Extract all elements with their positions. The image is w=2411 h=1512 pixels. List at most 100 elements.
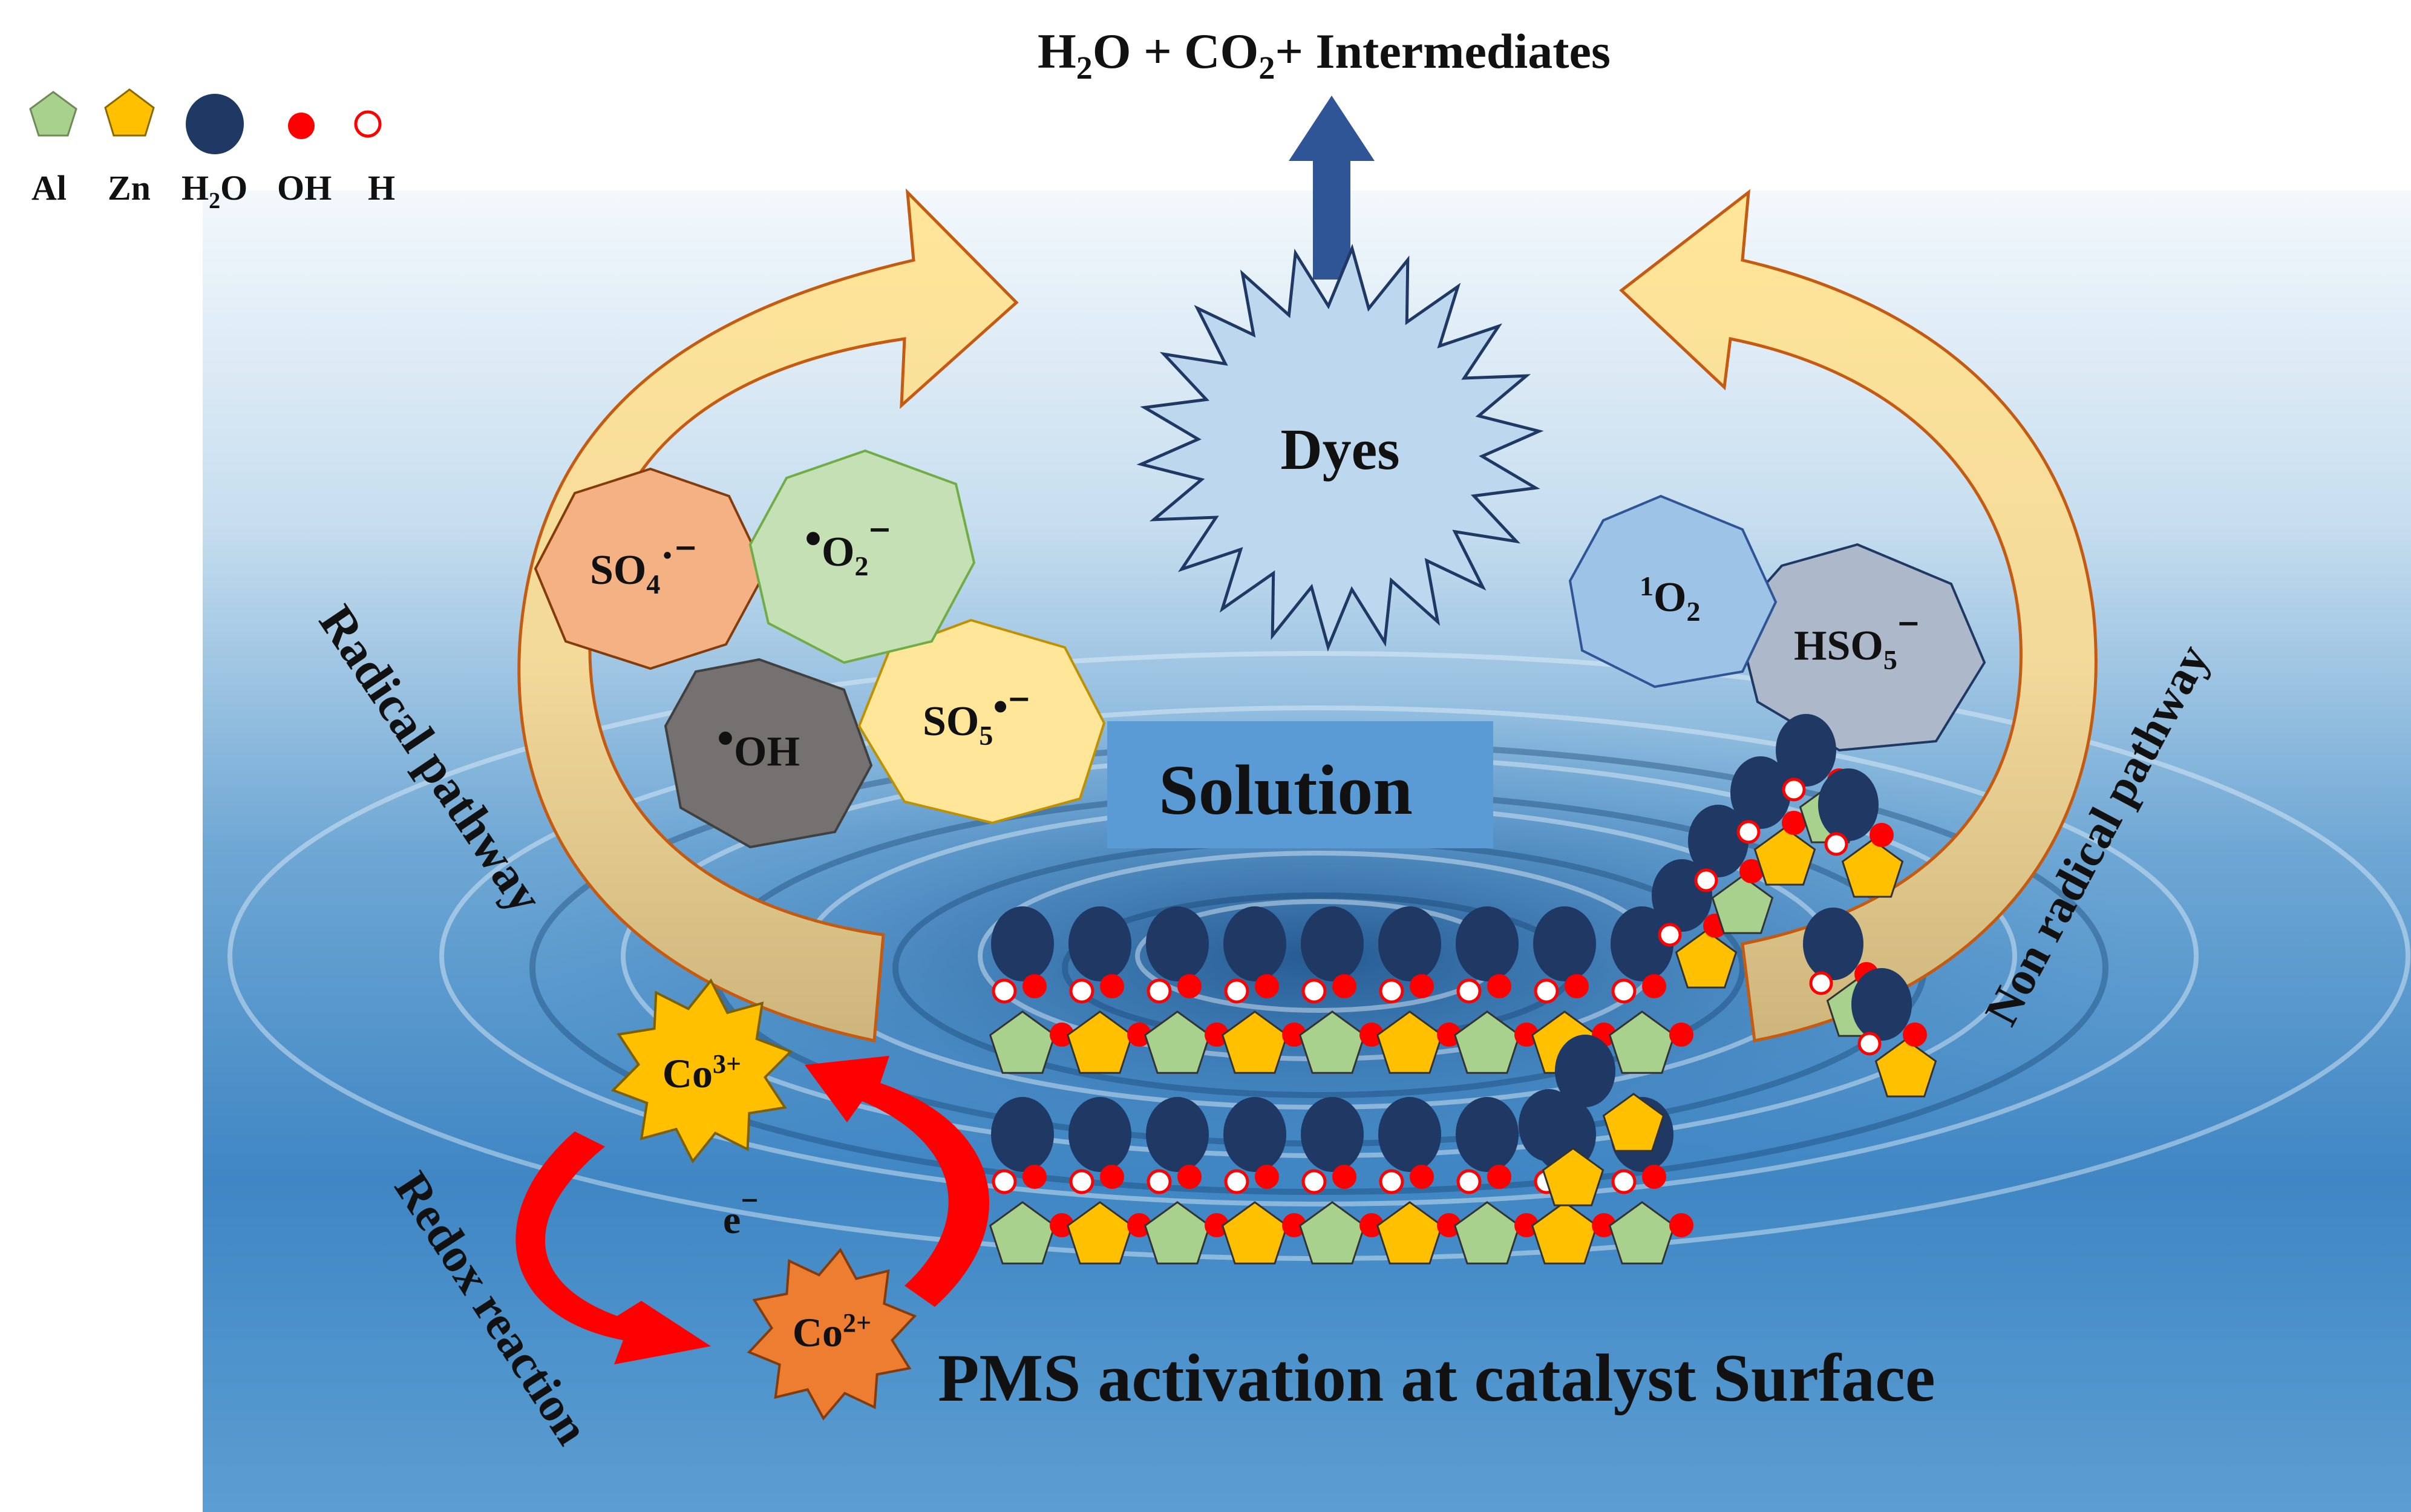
hydrogen-atom: [1224, 1169, 1249, 1194]
hydroxyl-group: [1669, 1213, 1693, 1237]
zn-atom: [1542, 1147, 1605, 1206]
hydroxyl-group: [1100, 974, 1124, 998]
hydrogen-atom: [1147, 1169, 1172, 1194]
hydrogen-atom: [1694, 868, 1718, 892]
water-molecule: [1146, 906, 1209, 981]
solution-label: Solution: [1159, 750, 1413, 830]
legend-al-pentagon: [29, 91, 77, 137]
legend-water-label: H2O: [182, 168, 247, 214]
hydroxyl-group: [1100, 1165, 1124, 1189]
water-molecule: [1818, 768, 1879, 841]
hydrogen-atom: [1857, 1032, 1882, 1056]
al-atom: [989, 1201, 1056, 1265]
hydrogen-atom: [1824, 832, 1848, 856]
hydrogen-atom: [1611, 1169, 1637, 1194]
hydroxyl-group: [1050, 1213, 1074, 1237]
hydroxyl-group: [1410, 1165, 1434, 1189]
singlet-oxygen-label: 1O2: [1640, 571, 1700, 627]
singlet-oxygen: 1O2: [1568, 494, 1778, 689]
water-molecule: [1456, 906, 1519, 981]
al-atom: [1298, 1201, 1366, 1265]
zn-atom: [1376, 1201, 1444, 1265]
catalyst-surface: [989, 714, 1937, 1265]
hydroxyl-group: [1642, 974, 1666, 998]
water-molecule: [1456, 1097, 1519, 1172]
legend-oh-label: OH: [277, 168, 332, 208]
al-atom: [1711, 875, 1774, 934]
co3-label: Co3+: [662, 1049, 741, 1096]
hydrogen-atom: [1224, 978, 1249, 1004]
hydrogen-atom: [1782, 777, 1806, 802]
water-molecule: [1851, 968, 1912, 1041]
water-molecule: [1611, 906, 1673, 981]
so4-radical: SO4·⁻: [534, 467, 767, 670]
hydroxyl-group: [1903, 1023, 1927, 1047]
hydrogen-atom: [1456, 978, 1482, 1004]
co2-label: Co2+: [793, 1308, 871, 1355]
hydroxyl-group: [1487, 1165, 1511, 1189]
dyes-star: Dyes: [1136, 243, 1544, 652]
hydrogen-atom: [1736, 820, 1761, 844]
hydrogen-atom: [1069, 978, 1094, 1004]
legend-oh-dot: [288, 113, 315, 139]
electron-label: e⁻: [723, 1188, 759, 1242]
nonradical-pathway-arrow: [1619, 189, 2098, 1042]
product-up-arrow: [1289, 96, 1375, 280]
zn-atom: [1675, 929, 1738, 989]
legend-h-label: H: [368, 168, 395, 208]
zn-atom: [1066, 1010, 1134, 1074]
zn-atom: [1753, 826, 1816, 886]
hydroxyl-group: [1514, 1023, 1539, 1047]
zn-atom: [1874, 1038, 1937, 1098]
hydroxyl-group: [1410, 974, 1434, 998]
hydroxyl-group: [1642, 1165, 1666, 1189]
water-molecule: [1068, 906, 1131, 981]
hydroxyl-group: [1127, 1023, 1151, 1047]
hydrogen-atom: [1069, 1169, 1094, 1194]
hydrogen-atom: [1534, 978, 1559, 1004]
legend-zn-pentagon: [104, 88, 155, 137]
water-molecule: [1803, 908, 1863, 980]
al-atom: [1143, 1201, 1211, 1265]
legend: Al Zn H2O OH H: [29, 88, 395, 214]
radical-pathway-arrow: [517, 188, 1019, 1043]
hydroxyl-group: [1177, 974, 1202, 998]
hydroxyl-group: [1127, 1213, 1151, 1237]
hydroxyl-group: [1255, 1165, 1279, 1189]
al-atom: [989, 1010, 1056, 1074]
hydroxyl-group: [1282, 1213, 1306, 1237]
al-atom: [1298, 1010, 1366, 1074]
solution-box: Solution: [1107, 721, 1493, 848]
redox-arrow-left: [515, 1131, 711, 1364]
al-atom: [1453, 1010, 1521, 1074]
so5-radical: SO5•⁻: [857, 618, 1106, 825]
zn-atom: [1376, 1010, 1444, 1074]
hydrogen-atom: [1456, 1169, 1482, 1194]
al-atom: [1453, 1201, 1521, 1265]
hydroxyl-group: [1359, 1023, 1384, 1047]
hydrogen-atom: [1658, 923, 1682, 947]
hydroxyl-group: [1437, 1213, 1461, 1237]
hydroxyl-group: [1050, 1023, 1074, 1047]
al-atom: [1608, 1010, 1676, 1074]
water-molecule: [991, 1097, 1054, 1172]
o2rad-radical-label: •O2⁻: [805, 512, 891, 581]
hydroxyl-group: [1177, 1165, 1202, 1189]
hydrogen-atom: [1301, 1169, 1327, 1194]
hydrogen-atom: [1611, 978, 1637, 1004]
hydroxyl-group: [1022, 1165, 1047, 1189]
water-molecule: [1776, 714, 1836, 787]
ohrad-radical-label: •OH: [717, 712, 800, 775]
legend-al-label: Al: [31, 168, 67, 208]
water-molecule: [1223, 906, 1286, 981]
hydroxyl-group: [1282, 1023, 1306, 1047]
water-molecule: [1146, 1097, 1209, 1172]
hso5-species-label: HSO5⁻: [1794, 608, 1920, 675]
co2-star: Co2+: [747, 1248, 917, 1421]
al-atom: [1143, 1010, 1211, 1074]
so5-radical-label: SO5•⁻: [923, 684, 1030, 751]
hydroxyl-group: [1255, 974, 1279, 998]
co3-star: Co3+: [610, 978, 793, 1163]
products-title: H2O + CO2+ Intermediates: [1038, 24, 1611, 86]
